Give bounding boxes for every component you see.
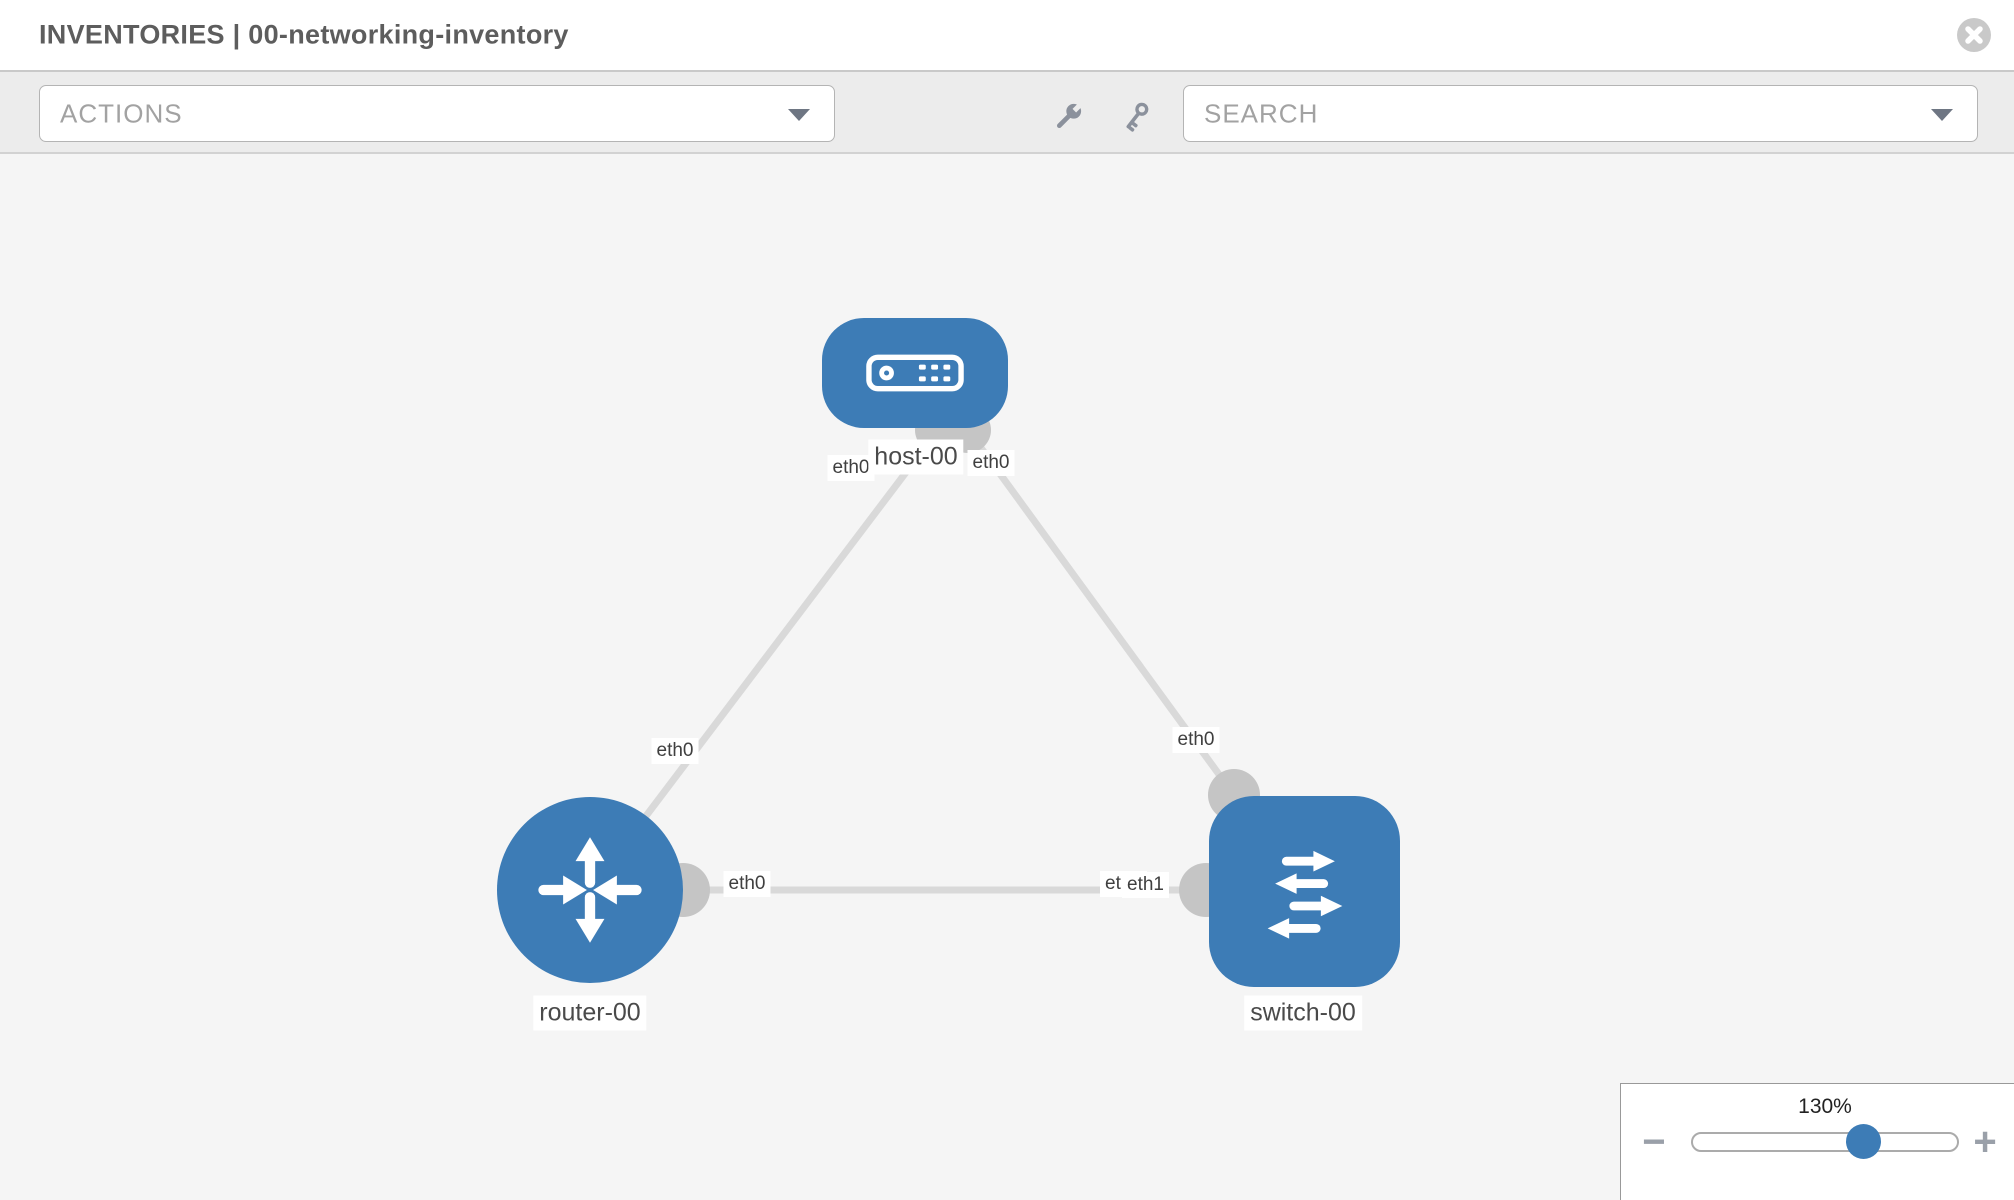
- zoom-panel: 130% − +: [1620, 1083, 2014, 1200]
- configure-button[interactable]: [1048, 99, 1086, 137]
- zoom-in-button[interactable]: +: [1973, 1120, 1997, 1164]
- chevron-down-icon: [788, 108, 810, 121]
- interface-label: eth0: [967, 450, 1015, 476]
- interface-label: eth0: [827, 455, 875, 481]
- actions-dropdown-label: ACTIONS: [60, 98, 183, 128]
- search-dropdown[interactable]: SEARCH: [1183, 85, 1978, 142]
- credentials-button[interactable]: [1116, 99, 1154, 137]
- zoom-slider-thumb[interactable]: [1846, 1124, 1881, 1159]
- key-icon: [1126, 102, 1149, 132]
- actions-dropdown[interactable]: ACTIONS: [39, 85, 835, 142]
- node-label-switch-00: switch-00: [1244, 995, 1362, 1031]
- zoom-level-value: 130%: [1798, 1095, 1852, 1118]
- interface-label: eth0: [1172, 727, 1220, 753]
- topology-canvas[interactable]: eth0 eth0 eth0 eth0 eth0 eth0 eth1 host-…: [0, 154, 2014, 1200]
- node-label-host-00: host-00: [868, 439, 964, 475]
- topology-edges: [587, 407, 1260, 917]
- node-switch-00[interactable]: [1209, 796, 1400, 987]
- router-arrows-icon: [538, 837, 642, 943]
- chevron-down-icon: [1931, 108, 1953, 121]
- header: INVENTORIES | 00-networking-inventory: [0, 0, 2014, 72]
- interface-label: eth0: [651, 738, 699, 764]
- wrench-icon: [1056, 102, 1083, 129]
- interface-label: eth0: [723, 871, 771, 897]
- zoom-out-button[interactable]: −: [1642, 1120, 1666, 1164]
- search-dropdown-label: SEARCH: [1204, 98, 1319, 128]
- interface-label: eth1: [1122, 872, 1169, 898]
- switch-arrows-icon: [1267, 850, 1342, 939]
- zoom-slider[interactable]: [1691, 1132, 1959, 1152]
- toolbar: ACTIONS SEARC: [0, 72, 2014, 154]
- close-button[interactable]: [1956, 17, 1992, 53]
- host-device-icon: [866, 354, 964, 392]
- node-label-router-00: router-00: [533, 995, 647, 1031]
- page-title: INVENTORIES | 00-networking-inventory: [39, 19, 569, 50]
- node-host-00[interactable]: [822, 318, 1008, 428]
- node-router-00[interactable]: [497, 797, 683, 983]
- close-icon: [1957, 18, 1991, 52]
